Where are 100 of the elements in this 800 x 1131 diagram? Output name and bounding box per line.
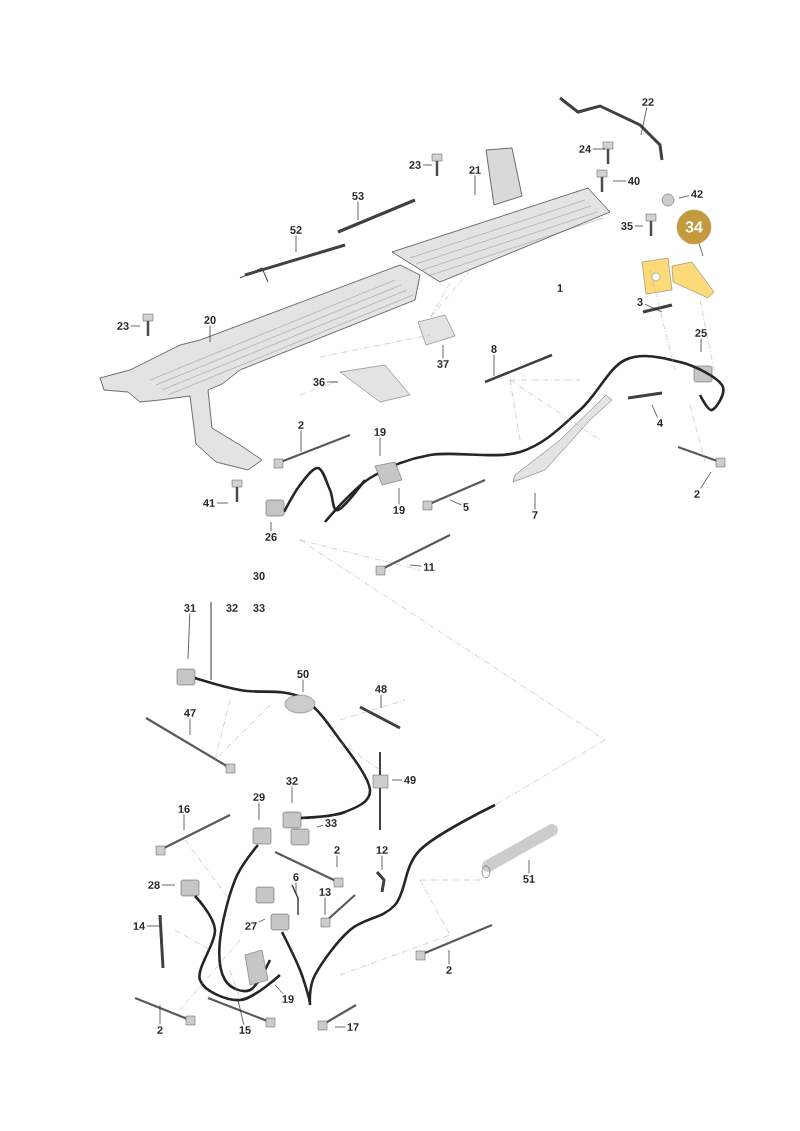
leader-line (448, 949, 450, 965)
callout-number: 8 (491, 345, 497, 353)
leader-line (302, 679, 304, 693)
callout-number: 19 (282, 995, 294, 1003)
callout-number: 42 (691, 190, 703, 198)
leader-line (216, 502, 229, 504)
leader-line (700, 471, 712, 489)
leader-line (300, 430, 302, 453)
callout-number: 47 (184, 709, 196, 717)
leader-line (644, 303, 663, 313)
callout-number: 25 (695, 329, 707, 337)
leader-line (592, 148, 606, 150)
callout-number: 16 (178, 805, 190, 813)
leader-line (161, 884, 176, 886)
leader-line (326, 381, 339, 383)
callout-number: 19 (374, 428, 386, 436)
leader-line (258, 918, 266, 923)
leader-line (442, 344, 444, 359)
leader-line (698, 243, 704, 257)
leader-line (379, 437, 381, 457)
callout-number: 24 (579, 145, 592, 153)
callout-number: 2 (694, 490, 700, 498)
leader-line (409, 564, 422, 567)
callout-number: 40 (628, 177, 640, 185)
callout-number: 2 (157, 1026, 163, 1034)
callout-number: 22 (642, 98, 654, 106)
leader-line (391, 779, 403, 781)
leader-line (474, 175, 476, 196)
leader-line (528, 859, 530, 874)
leader-line (316, 824, 324, 828)
callout-number: 2 (298, 421, 304, 429)
callout-number: 33 (253, 604, 265, 612)
leader-line (449, 499, 462, 506)
leader-line (237, 999, 245, 1025)
callout-number: 49 (404, 776, 416, 784)
callout-number: 4 (657, 419, 663, 427)
leader-line (183, 814, 185, 831)
callout-number: 52 (290, 226, 302, 234)
leader-line (534, 492, 536, 510)
callout-number: 13 (319, 888, 331, 896)
callout-number: 50 (297, 670, 309, 678)
leader-line (612, 180, 627, 182)
leader-line (291, 786, 293, 804)
leader-line (651, 404, 658, 418)
callout-number: 14 (133, 922, 146, 930)
leader-line (159, 1004, 161, 1025)
leader-line (209, 325, 211, 343)
leader-line (336, 855, 338, 868)
callout-number: 51 (523, 875, 535, 883)
leader-line (270, 521, 272, 532)
callout-number: 23 (117, 322, 129, 330)
leader-line (398, 487, 400, 505)
leader-line (146, 925, 161, 927)
callout-number: 5 (463, 503, 469, 511)
leader-line (334, 1026, 346, 1028)
leader-line (381, 855, 383, 871)
leader-line (422, 164, 433, 166)
callout-number: 26 (265, 533, 277, 541)
callout-number: 41 (203, 499, 215, 507)
callout-number: 12 (376, 846, 388, 854)
leader-line (189, 718, 191, 736)
callout-number: 53 (352, 192, 364, 200)
callout-number: 29 (253, 793, 265, 801)
leader-line (258, 802, 260, 821)
leader-line (130, 325, 141, 327)
callout-number: 11 (423, 563, 435, 571)
callout-number: 27 (245, 922, 257, 930)
callout-number: 23 (409, 161, 421, 169)
leader-line (700, 338, 702, 353)
leader-line (187, 613, 191, 660)
leader-line (274, 984, 284, 994)
callout-number: 28 (148, 881, 160, 889)
leader-line (295, 882, 297, 894)
callout-number: 35 (621, 222, 633, 230)
callout-number: 3 (637, 298, 643, 306)
leader-line (493, 354, 495, 377)
callout-number: 7 (532, 511, 538, 519)
leader-line (634, 225, 644, 227)
callout-number: 21 (469, 166, 481, 174)
leader-line (324, 897, 326, 916)
callout-number: 32 (226, 604, 238, 612)
callout-number: 19 (393, 506, 405, 514)
callout-number: 20 (204, 316, 216, 324)
callout-number: 33 (325, 819, 337, 827)
callout-number: 17 (347, 1023, 359, 1031)
callout-badge: 34 (676, 209, 712, 245)
callout-number: 36 (313, 378, 325, 386)
leader-line (357, 201, 359, 221)
leader-line (380, 694, 382, 709)
callout-number: 2 (334, 846, 340, 854)
callout-number: 31 (184, 604, 196, 612)
leader-line (295, 235, 297, 253)
callout-number: 48 (375, 685, 387, 693)
leader-line (678, 195, 690, 199)
leader-line (640, 107, 648, 136)
callout-number: 2 (446, 966, 452, 974)
callout-number: 6 (293, 873, 299, 881)
callout-number: 30 (253, 572, 265, 580)
callout-number: 37 (437, 360, 449, 368)
callout-number: 1 (557, 284, 563, 292)
